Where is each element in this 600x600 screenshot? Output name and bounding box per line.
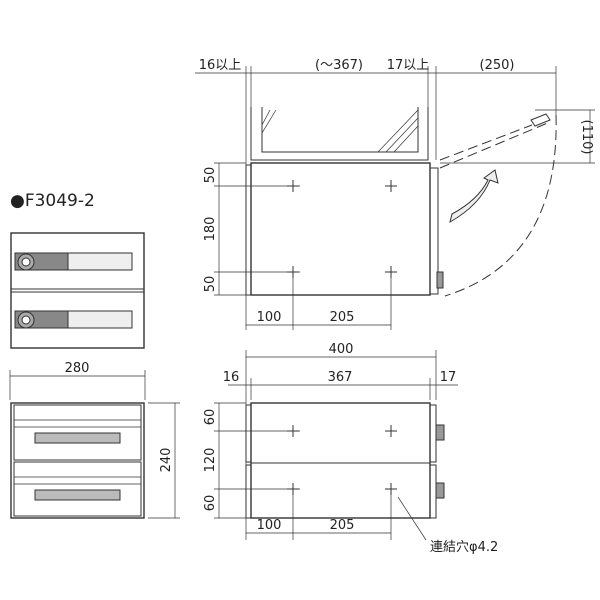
dim-h-100: 100 [257, 310, 282, 325]
model-title: ●F3049-2 [10, 191, 95, 211]
dim-v-60: 60 [203, 409, 218, 426]
top-view: 16以上 (〜367) 17以上 (250) (110) 50 180 50 [195, 58, 595, 330]
dim-16: 16 [223, 370, 240, 385]
dim-width: (〜367) [315, 58, 363, 73]
dim-right-clear: 17以上 [387, 58, 430, 73]
rear-view: 280 240 [9, 361, 180, 519]
lock-icon [435, 424, 445, 441]
lock-icon [435, 482, 445, 499]
dim-367: 367 [328, 370, 353, 385]
dim-door-height: (110) [579, 120, 594, 155]
front-illustration [10, 232, 145, 349]
dim-total: 400 [329, 342, 354, 357]
dim-v-50: 50 [203, 276, 218, 293]
lock-icon [436, 271, 444, 289]
dim-v-180: 180 [203, 217, 218, 242]
dim-door-swing: (250) [480, 58, 515, 73]
dim-v-120: 120 [203, 448, 218, 473]
dim-17: 17 [440, 370, 457, 385]
dim-left-clear: 16以上 [199, 58, 242, 73]
leader-line [397, 496, 427, 541]
dim-240: 240 [159, 448, 174, 473]
dim-h-100: 100 [257, 518, 282, 533]
dim-h-205: 205 [330, 518, 355, 533]
dim-h-205: 205 [330, 310, 355, 325]
dim-280: 280 [65, 361, 90, 376]
dim-v-50: 50 [203, 167, 218, 184]
dim-v-60: 60 [203, 495, 218, 512]
hole-note: 連結穴φ4.2 [430, 540, 498, 555]
front-view: 400 16 367 17 60 120 60 100 205 連結穴φ4.2 [203, 342, 498, 555]
swing-arrow-icon [449, 169, 499, 224]
